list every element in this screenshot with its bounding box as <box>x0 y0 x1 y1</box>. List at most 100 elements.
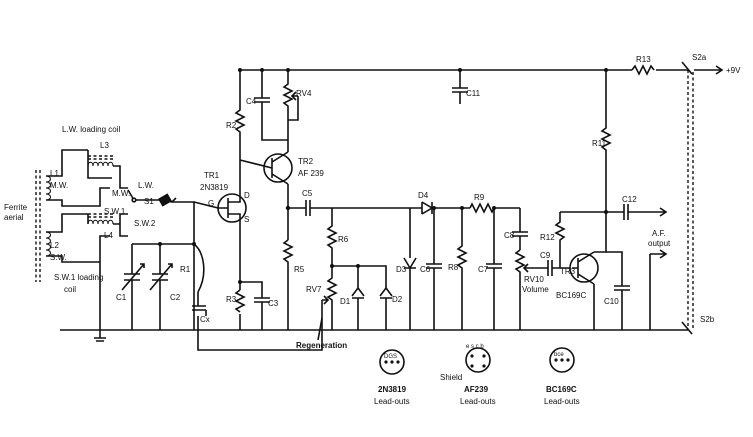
cx-capacitor <box>192 292 207 316</box>
tr3-internal <box>572 251 595 285</box>
r6-resistor <box>326 208 338 266</box>
c12-label: C12 <box>622 195 637 204</box>
c6-label: C6 <box>420 265 431 274</box>
aerial-wiring <box>46 149 110 330</box>
c3-capacitor <box>240 281 270 330</box>
tr3-transistor <box>569 253 599 283</box>
leadout-af239-shield: Shield <box>440 373 462 382</box>
rv4-potentiometer <box>282 70 299 121</box>
rv7-label: RV7 <box>306 285 322 294</box>
leadout-af239-pins: e s c b <box>466 344 484 350</box>
c8-capacitor <box>512 208 528 250</box>
r5-label: R5 <box>294 265 305 274</box>
rv4-label: RV4 <box>296 89 312 98</box>
r2-resistor <box>234 70 246 160</box>
l4-coil <box>87 219 114 225</box>
leadout-bc169c-type: BC169C <box>546 385 577 394</box>
s1-pivot <box>131 197 137 203</box>
r5-resistor <box>282 239 294 330</box>
rv7-potentiometer <box>321 266 338 330</box>
c6-capacitor <box>426 208 442 330</box>
switch-sw2-label: S.W.2 <box>134 219 156 228</box>
l2-coil <box>45 231 52 257</box>
d2-label: D2 <box>392 295 403 304</box>
l1-mw-label: M.W. <box>50 181 68 190</box>
r6-label: R6 <box>338 235 349 244</box>
tr1-internal <box>218 194 241 232</box>
l3-coil <box>87 161 114 167</box>
r13-label: R13 <box>636 55 651 64</box>
c4-capacitor <box>254 70 270 110</box>
plus9v-label: +9V <box>726 66 741 75</box>
s2-gang-line <box>687 70 694 330</box>
tr1-type-label: 2N3819 <box>200 183 229 192</box>
regeneration-label: Regeneration <box>296 341 347 350</box>
r9-resistor <box>469 202 495 214</box>
switch-mw-label: M.W. <box>112 189 130 198</box>
tr2-label: TR2 <box>298 157 314 166</box>
tr2-transistor <box>263 153 293 183</box>
c3-label: C3 <box>268 299 279 308</box>
af-output-label-b: output <box>648 239 671 248</box>
c10-label: C10 <box>604 297 619 306</box>
switch-lw-label: L.W. <box>138 181 154 190</box>
ferrite-label-b: aerial <box>4 213 24 222</box>
leadout-2n3819-caption: Lead-outs <box>374 397 410 406</box>
tr2-type-label: AF 239 <box>298 169 324 178</box>
switch-sw1-label: S.W.1 <box>104 207 126 216</box>
r11-label: R11 <box>592 139 607 148</box>
tr1-g-label: G <box>208 199 214 208</box>
d4-label: D4 <box>418 191 429 200</box>
lw-loading-coil-label: L.W. loading coil <box>62 125 120 134</box>
tr3-type-label: BC169C <box>556 291 586 300</box>
c4-label: C4 <box>246 97 257 106</box>
l3-label: L3 <box>100 141 109 150</box>
l4-wiring <box>87 213 128 237</box>
cx-label: Cx <box>200 315 210 324</box>
r12-resistor <box>554 212 566 268</box>
l1-coil <box>45 175 52 201</box>
leadout-bc169c-caption: Lead-outs <box>544 397 580 406</box>
l4-label: L4 <box>104 231 113 240</box>
r3-resistor <box>234 289 246 313</box>
c1-capacitor <box>121 262 145 292</box>
volume-label: Volume <box>522 285 549 294</box>
leadout-af239-caption: Lead-outs <box>460 397 496 406</box>
af-output-label-a: A.F. <box>652 229 666 238</box>
r3-label: R3 <box>226 295 237 304</box>
c12-capacitor <box>606 204 668 220</box>
c7-label: C7 <box>478 265 489 274</box>
r1-resistor <box>193 243 205 293</box>
s2b-contact <box>681 321 693 335</box>
l1-label: L1 <box>50 169 59 178</box>
regen-loop <box>197 316 323 351</box>
d3-label: D3 <box>396 265 407 274</box>
c11-label: C11 <box>466 89 481 98</box>
l3-wiring <box>87 150 128 189</box>
tr1-d-label: D <box>244 191 250 200</box>
d1-diode <box>351 286 365 308</box>
r11-resistor <box>600 70 612 212</box>
d1-label: D1 <box>340 297 351 306</box>
leadout-af239-icon <box>465 347 491 373</box>
tr1-s-label: S <box>244 215 249 224</box>
sw1-loading-label-a: S.W.1 loading <box>54 273 103 282</box>
c9-label: C9 <box>540 251 551 260</box>
rv10-label: RV10 <box>524 275 544 284</box>
r2-label: R2 <box>226 121 237 130</box>
leadout-af239-type: AF239 <box>464 385 489 394</box>
c5-capacitor <box>288 200 332 216</box>
c7-capacitor <box>486 208 502 330</box>
af-output-arrow <box>649 249 668 330</box>
leadout-2n3819-type: 2N3819 <box>378 385 407 394</box>
l4-core <box>88 213 114 218</box>
c1-label: C1 <box>116 293 127 302</box>
c11-capacitor <box>452 70 468 104</box>
diode-network <box>332 265 387 330</box>
s2a-label: S2a <box>692 53 707 62</box>
s1-contact-blob <box>157 193 173 207</box>
d4-diode <box>421 201 434 215</box>
l2-sw-label: S.W. <box>50 253 67 262</box>
